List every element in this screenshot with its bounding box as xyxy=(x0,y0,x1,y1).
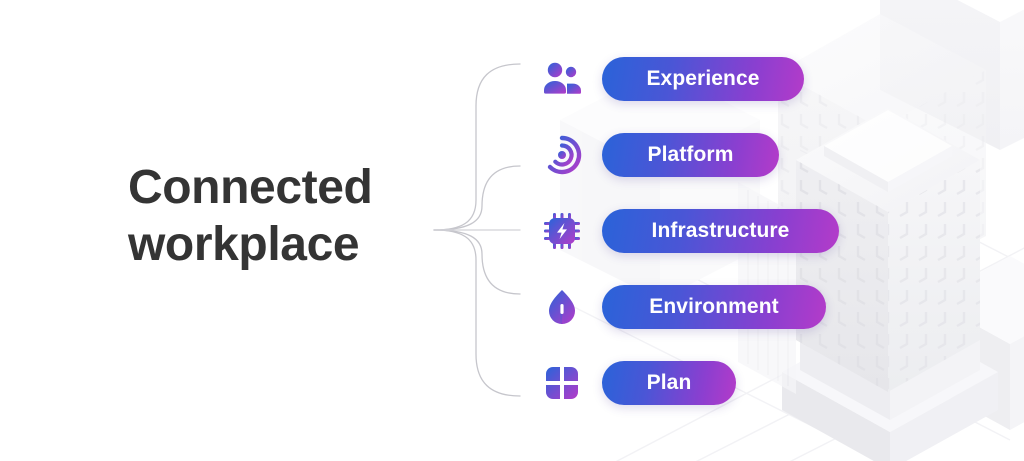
branch-pill-infrastructure[interactable]: Infrastructure xyxy=(602,209,839,253)
branch-pill-experience[interactable]: Experience xyxy=(602,57,804,101)
people-icon xyxy=(544,62,581,94)
branch-row-infrastructure[interactable]: Infrastructure xyxy=(540,209,839,253)
branch-row-environment[interactable]: Environment xyxy=(540,285,826,329)
branch-pill-platform[interactable]: Platform xyxy=(602,133,779,177)
branch-row-plan[interactable]: Plan xyxy=(540,361,736,405)
grid-four-icon xyxy=(544,365,580,401)
page-title-line-2: workplace xyxy=(128,217,360,271)
branch-pill-plan[interactable]: Plan xyxy=(602,361,736,405)
cpu-chip-bolt-icon xyxy=(544,213,580,249)
branch-row-platform[interactable]: Platform xyxy=(540,133,779,177)
leaf-icon xyxy=(549,290,575,324)
page-title-line-1: Connected xyxy=(128,161,373,214)
page-title: Connected workplace xyxy=(128,160,458,273)
branch-list: Experience Platform xyxy=(540,0,840,461)
branch-row-experience[interactable]: Experience xyxy=(540,57,804,101)
radar-target-icon xyxy=(547,135,582,175)
curly-brace-connector xyxy=(433,63,521,397)
branch-pill-environment[interactable]: Environment xyxy=(602,285,826,329)
